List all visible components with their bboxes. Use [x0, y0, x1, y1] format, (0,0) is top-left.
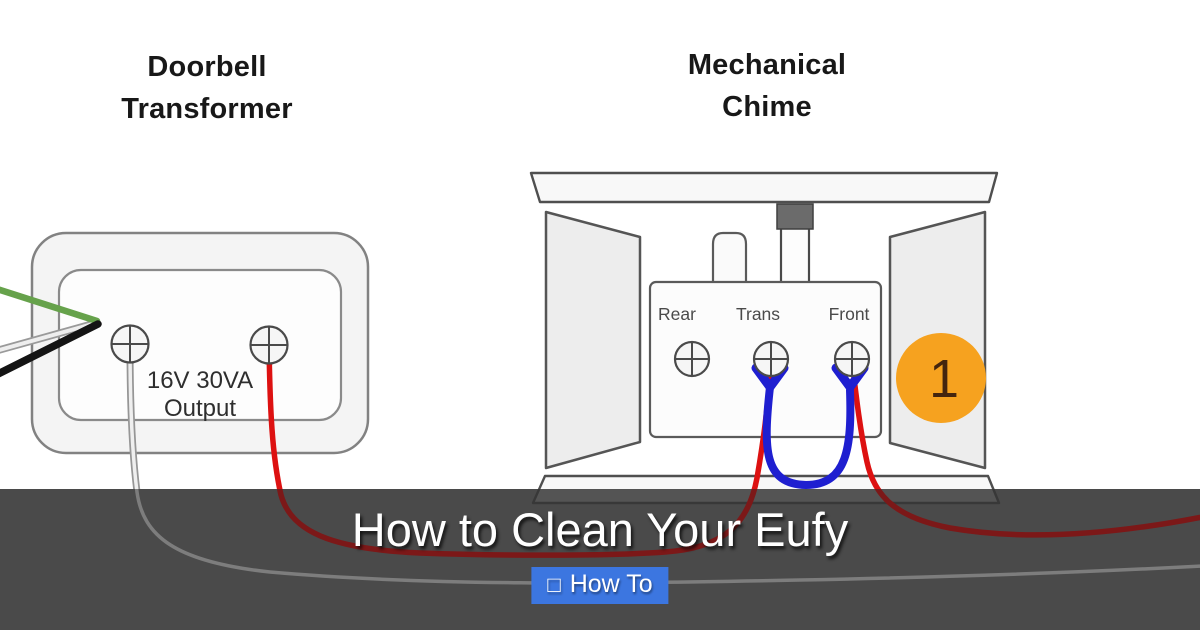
transformer-heading: Doorbell Transformer [121, 51, 293, 125]
red-wire-dimmed-left [276, 489, 758, 558]
dimmed-wires-in-band [134, 489, 1200, 585]
screw-slot [111, 325, 149, 363]
screw-slot [675, 342, 709, 376]
chime-heading: Mechanical Chime [687, 49, 847, 123]
red-wire-dimmed-right [874, 489, 1200, 538]
chime-plunger-cap [776, 203, 814, 230]
blue-jumper-wire [762, 383, 855, 490]
chime-striker-tab [711, 231, 748, 283]
missing-glyph-icon: □ [547, 572, 561, 597]
white-wire-dimmed [134, 489, 1200, 585]
line-green-wire [0, 286, 101, 325]
screw-slot [250, 326, 288, 364]
line-black-wire [0, 320, 102, 378]
step-badge-number: 1 [929, 349, 959, 409]
chime-top-bar [529, 171, 999, 204]
terminal-label-front: Front [829, 304, 870, 324]
howto-badge-label: How To [569, 570, 653, 598]
transformer-screw-terminals [110, 324, 289, 365]
chime-left-door [544, 210, 642, 470]
terminal-label-rear: Rear [658, 304, 696, 324]
transformer-rating-label: 16V 30VA [147, 367, 253, 394]
screw-slot [835, 342, 869, 376]
line-white-wire [0, 321, 97, 352]
chime-screw-terminals [673, 340, 871, 378]
step-badge-circle [896, 333, 986, 423]
screw-slot [754, 342, 788, 376]
page-title: How to Clean Your Eufy [351, 503, 849, 556]
transformer-output-label: Output [164, 395, 236, 422]
terminal-label-trans: Trans [736, 304, 780, 324]
howto-category-badge[interactable]: □ How To [531, 567, 669, 604]
